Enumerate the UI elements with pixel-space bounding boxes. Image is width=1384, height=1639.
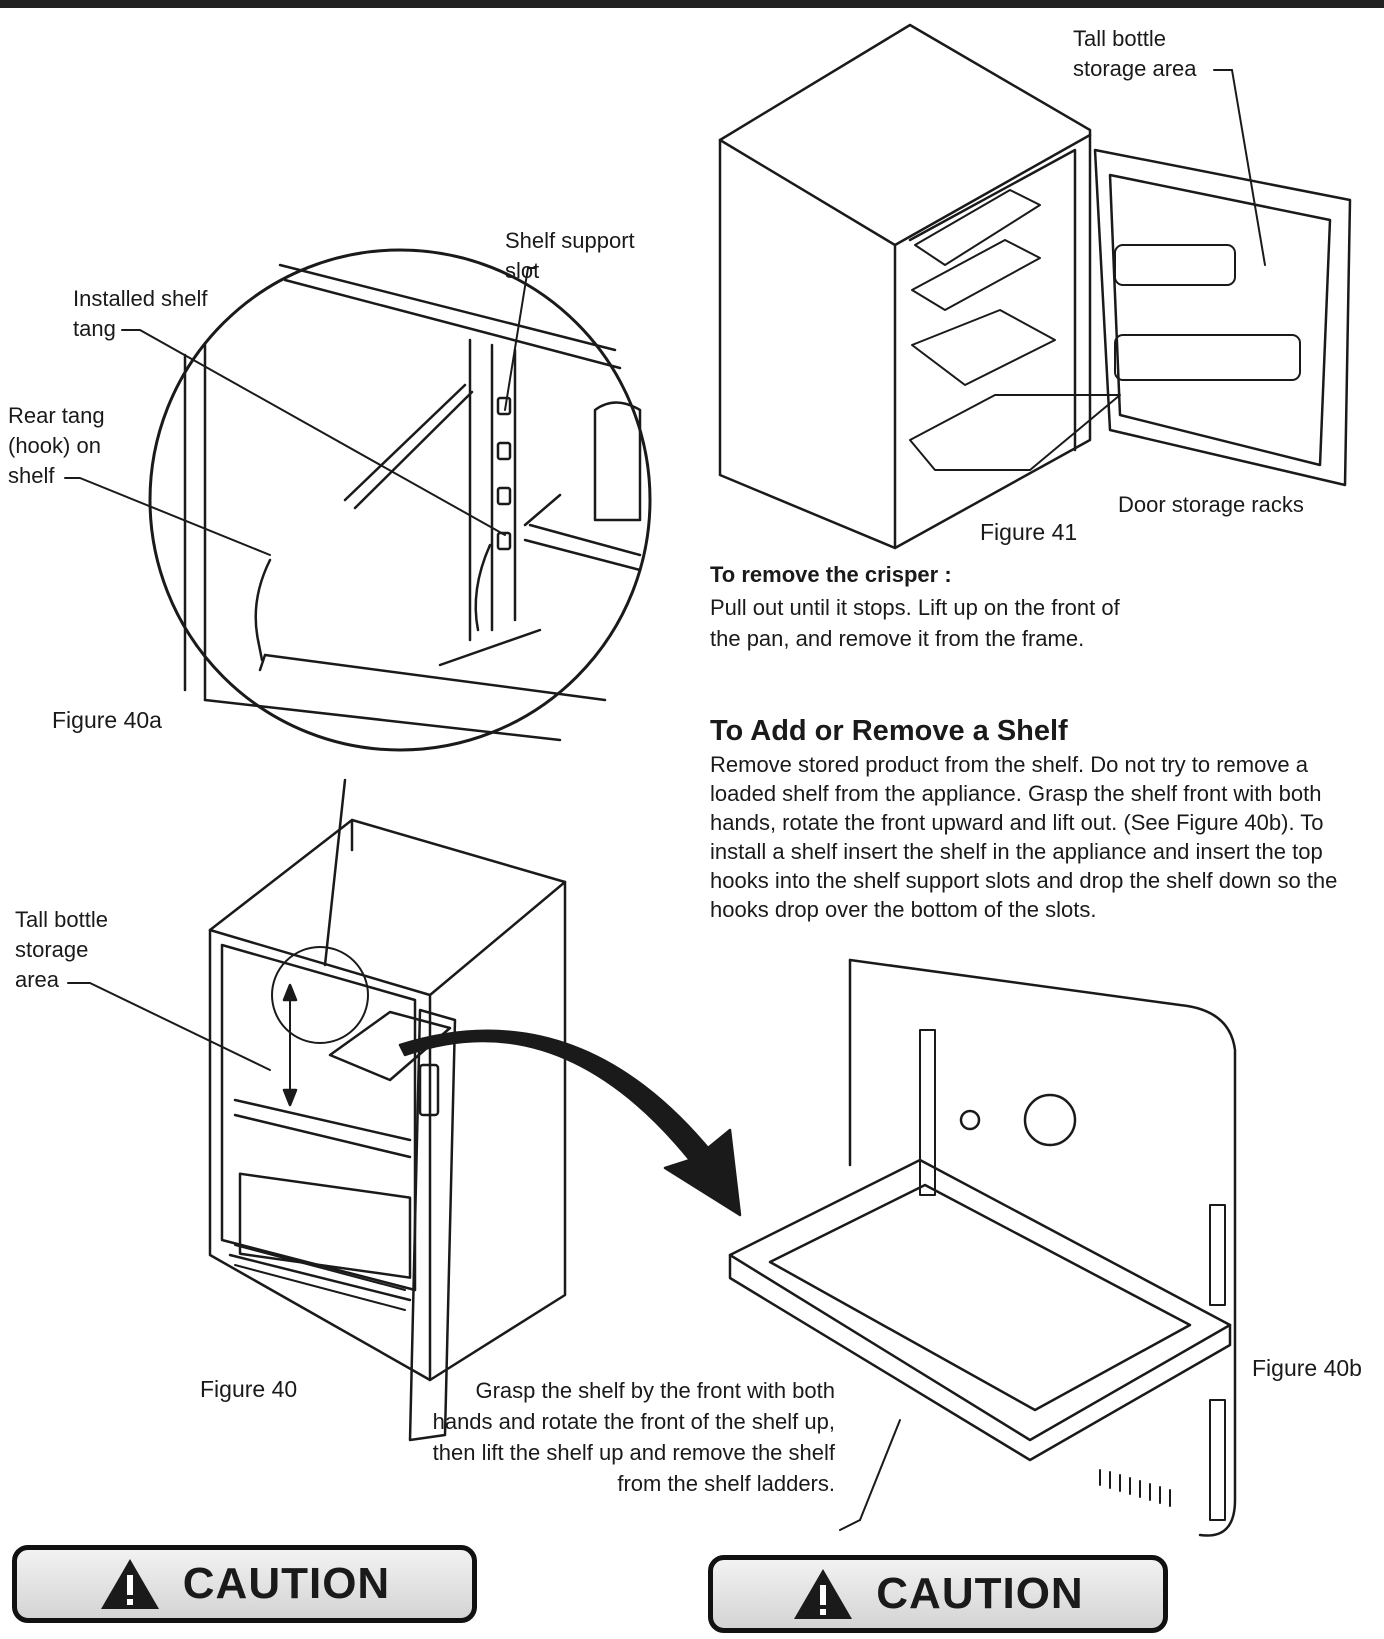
label-door-storage-racks: Door storage racks — [1118, 492, 1304, 517]
caution-label-right: CAUTION — [876, 1569, 1084, 1618]
label-shelf-support-slot: Shelf support slot — [505, 228, 635, 283]
top-rule — [0, 0, 1384, 8]
grasp-note: Grasp the shelf by the front with both h… — [432, 1378, 835, 1496]
warning-triangle-icon — [100, 1559, 159, 1609]
label-tall-bottle-storage-left: Tall bottle storage area — [15, 907, 108, 992]
figure-41-illustration — [718, 23, 1352, 550]
warning-triangle-icon — [794, 1569, 853, 1619]
figure-40-illustration — [208, 818, 567, 1442]
shelf-heading: To Add or Remove a Shelf — [710, 715, 1068, 747]
caption-figure-41: Figure 41 — [980, 519, 1078, 545]
crisper-heading: To remove the crisper : — [710, 562, 952, 587]
caption-figure-40: Figure 40 — [200, 1376, 298, 1402]
figure-40a-illustration — [148, 248, 652, 752]
caution-banner-left: CAUTION — [12, 1545, 477, 1623]
caution-label-left: CAUTION — [182, 1559, 391, 1608]
caption-figure-40a: Figure 40a — [52, 707, 162, 733]
figure-40b-illustration — [728, 958, 1237, 1537]
caption-figure-40b: Figure 40b — [1252, 1355, 1362, 1381]
curved-arrow-icon — [398, 1029, 742, 1217]
caution-banner-right: CAUTION — [708, 1555, 1168, 1633]
label-tall-bottle-storage-right: Tall bottle storage area — [1073, 26, 1197, 81]
shelf-body: Remove stored product from the shelf. Do… — [710, 752, 1338, 922]
crisper-body: Pull out until it stops. Lift up on the … — [710, 595, 1120, 651]
label-rear-tang: Rear tang (hook) on shelf — [8, 403, 105, 488]
label-installed-shelf-tang: Installed shelf tang — [73, 286, 208, 341]
